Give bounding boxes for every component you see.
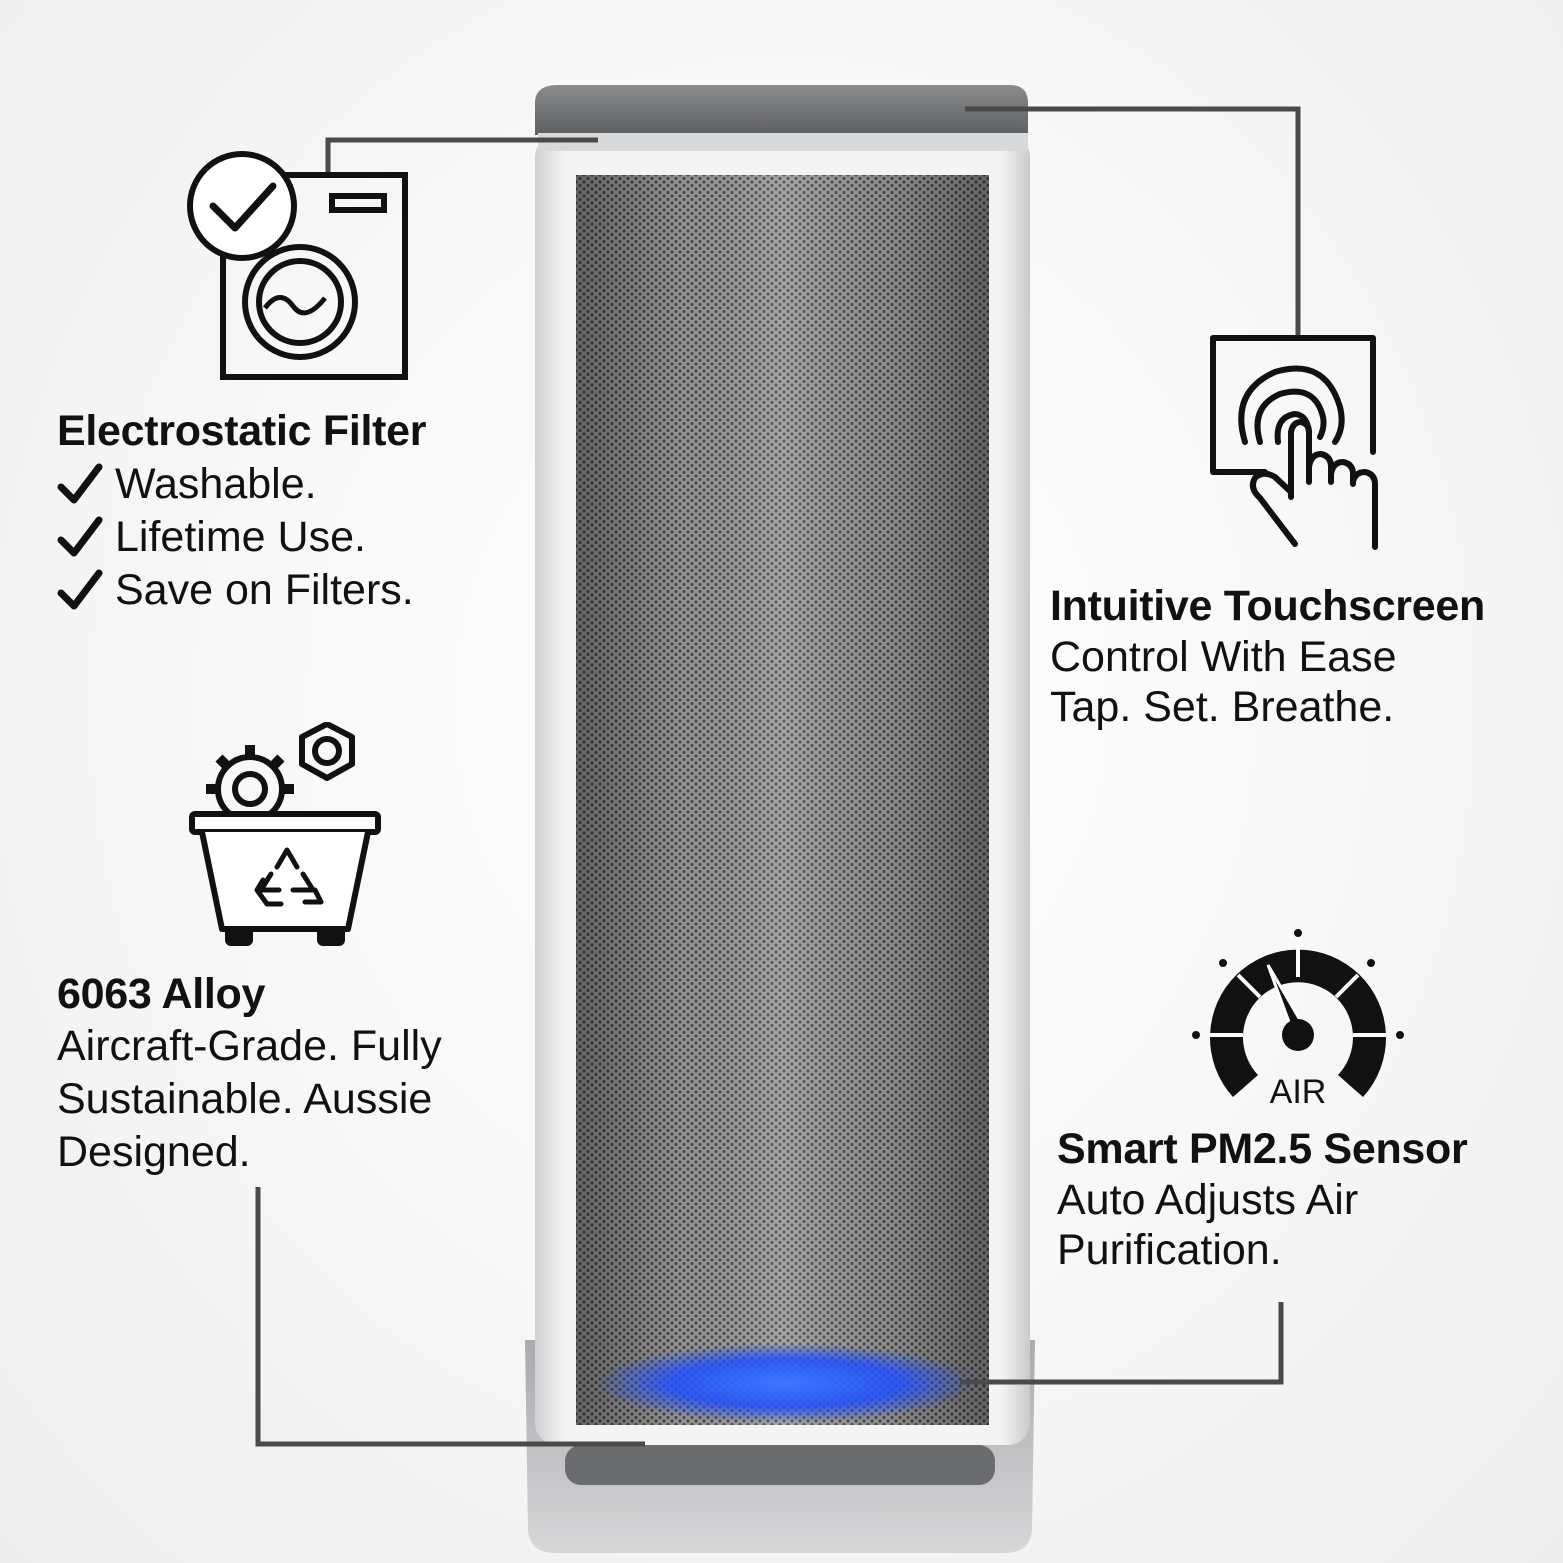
feature-electrostatic: Electrostatic Filter Washable. Lifetime … [57,405,426,616]
feature-line: Aircraft-Grade. Fully [57,1022,442,1070]
feature-line: Purification. [1057,1226,1282,1274]
air-gauge-icon: AIR [1188,925,1408,1115]
washing-machine-check-icon [185,148,415,388]
gauge-label: AIR [1270,1073,1327,1111]
feature-sensor: Smart PM2.5 Sensor Auto Adjusts Air Puri… [1057,1123,1468,1275]
check-item-label: Lifetime Use. [115,512,366,561]
check-item: Washable. [57,457,426,510]
check-item: Save on Filters. [57,563,426,616]
feature-title: Electrostatic Filter [57,407,427,455]
air-purifier-image [510,75,1050,1555]
check-item-label: Washable. [115,459,317,508]
checkmark-icon [57,463,103,503]
checkmark-icon [57,516,103,556]
feature-title: Smart PM2.5 Sensor [1057,1125,1468,1173]
recycle-bin-gear-icon [185,721,385,947]
feature-line: Tap. Set. Breathe. [1050,683,1395,731]
feature-touchscreen: Intuitive Touchscreen Control With Ease … [1050,580,1485,732]
feature-title: 6063 Alloy [57,970,266,1018]
checkmark-icon [57,569,103,609]
check-item: Lifetime Use. [57,510,426,563]
feature-line: Sustainable. Aussie [57,1075,433,1123]
feature-title: Intuitive Touchscreen [1050,582,1485,630]
feature-line: Designed. [57,1128,251,1176]
feature-line: Control With Ease [1050,633,1397,681]
check-item-label: Save on Filters. [115,565,414,614]
feature-line: Auto Adjusts Air [1057,1176,1359,1224]
touch-tap-icon [1205,332,1395,557]
feature-alloy: 6063 Alloy Aircraft-Grade. Fully Sustain… [57,968,442,1179]
